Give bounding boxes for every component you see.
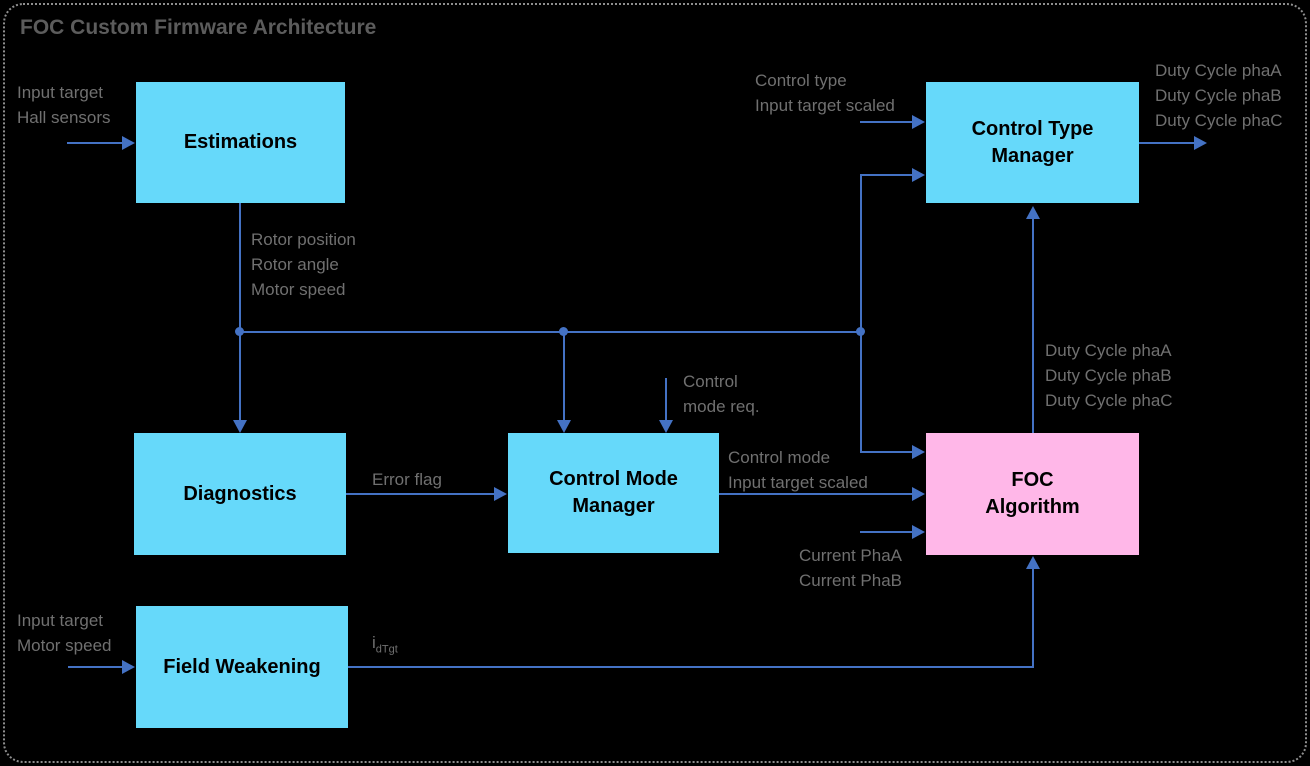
label-input-target-scaled-top: Input target scaled — [755, 96, 895, 115]
block-foc-algorithm-label-line2: Algorithm — [985, 496, 1080, 518]
connector-foc-input-top — [860, 451, 913, 453]
label-fw-input-target: Input target — [17, 611, 104, 630]
block-estimations-label: Estimations — [183, 131, 298, 153]
label-hall-sensors: Hall sensors — [17, 108, 111, 127]
connector-fw-output-horizontal — [348, 666, 1034, 668]
connector-fw-input — [68, 666, 123, 668]
label-estimation-outputs: Rotor position Rotor angle Motor speed — [251, 227, 356, 302]
label-idtgt: idTgt — [372, 630, 398, 662]
arrowhead-diagnostics-input — [233, 420, 247, 433]
diagram-title: FOC Custom Firmware Architecture — [20, 16, 377, 39]
connector-bus-to-diagnostics — [239, 333, 241, 420]
connector-ctm-input-upper — [860, 121, 913, 123]
label-input-target-scaled-mid: Input target scaled — [728, 473, 868, 492]
connector-ctm-input-lower — [860, 174, 913, 176]
label-motor-speed: Motor speed — [251, 280, 346, 299]
label-control-mode: Control mode — [728, 448, 831, 467]
block-foc-algorithm-label-line1: FOC — [1011, 469, 1054, 491]
connector-estimations-input — [67, 142, 123, 144]
label-rotor-position: Rotor position — [251, 230, 356, 249]
connector-error-flag — [346, 493, 495, 495]
label-input-target: Input target — [17, 83, 104, 102]
label-control-type: Control type — [755, 71, 847, 90]
block-control-type-manager: Control Type Manager — [926, 82, 1139, 203]
label-idtgt-subscript: dTgt — [375, 643, 398, 656]
connector-estimations-down — [239, 203, 241, 332]
label-fw-motor-speed: Motor speed — [17, 636, 112, 655]
block-diagnostics: Diagnostics — [134, 433, 346, 555]
connector-bus-down-to-foc — [860, 333, 862, 452]
connector-bus-to-cmm — [563, 333, 565, 420]
label-error-flag: Error flag — [372, 470, 442, 489]
label-duty-phaB-mid: Duty Cycle phaB — [1045, 366, 1172, 385]
arrowhead-foc-input-middle — [912, 487, 925, 501]
connector-control-mode-req — [665, 378, 667, 420]
label-current-inputs: Current PhaA Current PhaB — [799, 543, 902, 593]
arrowhead-foc-input-bottom — [912, 525, 925, 539]
junction-dot-left — [235, 327, 244, 336]
connector-cmm-to-foc — [719, 493, 913, 495]
arrowhead-ctm-input-bottom — [1026, 206, 1040, 219]
label-control-mode-req: Control mode req. — [683, 369, 760, 419]
label-cmm-outputs: Control mode Input target scaled — [728, 445, 868, 495]
label-current-phaA: Current PhaA — [799, 546, 902, 565]
block-estimations: Estimations — [136, 82, 345, 203]
block-control-type-manager-label-line1: Control Type — [971, 117, 1094, 140]
arrowhead-ctm-input-upper — [912, 115, 925, 129]
label-foc-duty-outputs: Duty Cycle phaA Duty Cycle phaB Duty Cyc… — [1045, 338, 1173, 413]
arrowhead-error-flag — [494, 487, 507, 501]
block-diagnostics-label: Diagnostics — [183, 482, 297, 505]
arrowhead-control-mode-req — [659, 420, 673, 433]
arrowhead-foc-input-bottom-center — [1026, 556, 1040, 569]
connector-foc-to-ctm — [1032, 219, 1034, 433]
label-idtgt-base: i — [372, 633, 376, 652]
connector-current-inputs — [860, 531, 913, 533]
arrowhead-foc-input-top — [912, 445, 925, 459]
label-ctm-inputs: Control type Input target scaled — [755, 68, 895, 118]
arrowhead-ctm-output — [1194, 136, 1207, 150]
label-rotor-angle: Rotor angle — [251, 255, 339, 274]
block-control-mode-manager-label-line2: Manager — [572, 495, 655, 517]
block-control-mode-manager-label-line1: Control Mode — [549, 468, 678, 490]
connector-fw-output-vertical — [1032, 569, 1034, 668]
label-duty-phaB-top: Duty Cycle phaB — [1155, 86, 1282, 105]
arrowhead-cmm-input-left — [557, 420, 571, 433]
block-foc-algorithm: FOC Algorithm — [926, 433, 1139, 555]
arrowhead-estimations-input — [122, 136, 135, 150]
label-estimations-inputs: Input target Hall sensors — [17, 80, 111, 130]
label-field-weakening-inputs: Input target Motor speed — [17, 608, 112, 658]
block-control-type-manager-label-line2: Manager — [991, 144, 1074, 167]
arrowhead-fw-input — [122, 660, 135, 674]
connector-bus-horizontal — [239, 331, 862, 333]
block-field-weakening: Field Weakening — [136, 606, 348, 728]
junction-dot-middle — [559, 327, 568, 336]
block-control-mode-manager: Control Mode Manager — [508, 433, 719, 553]
label-duty-phaC-mid: Duty Cycle phaC — [1045, 391, 1173, 410]
label-current-phaB: Current PhaB — [799, 571, 902, 590]
label-duty-phaA-mid: Duty Cycle phaA — [1045, 341, 1172, 360]
label-duty-cycle-outputs-top: Duty Cycle phaA Duty Cycle phaB Duty Cyc… — [1155, 58, 1283, 133]
arrowhead-ctm-input-lower — [912, 168, 925, 182]
connector-ctm-output — [1139, 142, 1195, 144]
label-duty-phaC-top: Duty Cycle phaC — [1155, 111, 1283, 130]
block-field-weakening-label: Field Weakening — [163, 655, 321, 678]
label-control-mode-req-line2: mode req. — [683, 397, 760, 416]
connector-bus-up-to-ctm — [860, 175, 862, 332]
label-control-mode-req-line1: Control — [683, 372, 738, 391]
label-duty-phaA-top: Duty Cycle phaA — [1155, 61, 1282, 80]
